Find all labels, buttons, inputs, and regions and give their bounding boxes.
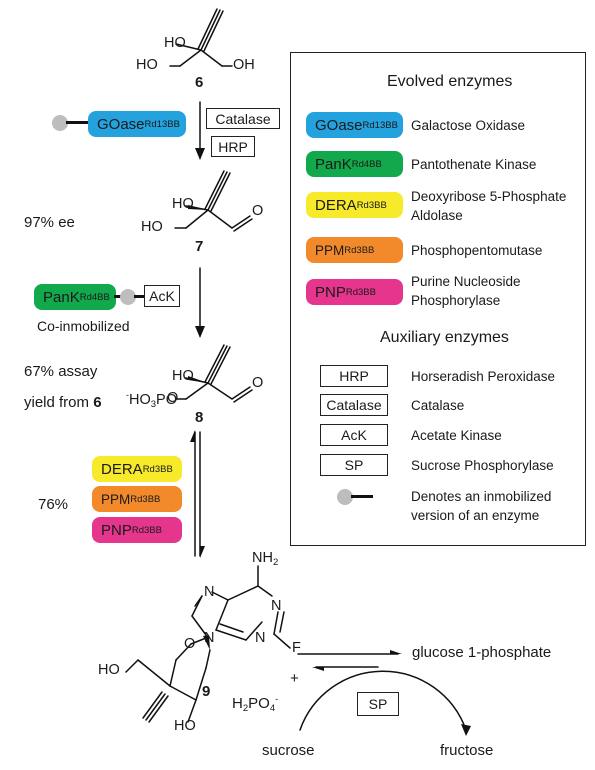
arrowhead-1 xyxy=(195,148,205,160)
assay-yield-line2: yield from 6 xyxy=(24,394,102,411)
auxiliary-enzymes-title: Auxiliary enzymes xyxy=(380,329,509,346)
arrowhead-2 xyxy=(195,326,205,338)
compound-7-number: 7 xyxy=(195,238,204,255)
compound-6-number: 6 xyxy=(195,74,204,91)
legend-immob-desc-2: version of an enzyme xyxy=(411,508,540,523)
legend-immobilization-bead-icon xyxy=(337,489,353,505)
coimmobilization-linker-right xyxy=(134,295,146,298)
compound-8-phosphate: -HO3PO xyxy=(126,390,177,410)
glucose-1-phosphate-label: glucose 1-phosphate xyxy=(412,644,552,661)
arrowhead-eq-down xyxy=(200,546,205,558)
legend-ack-box: AcK xyxy=(320,424,388,446)
compound-9-n7: N xyxy=(204,584,215,600)
legend-hrp-box: HRP xyxy=(320,365,388,387)
compound-9-sugar-bonds xyxy=(125,637,211,723)
legend-dera-desc-2: Aldolase xyxy=(411,208,463,223)
compound-9-fluorine: F xyxy=(292,640,301,656)
coimmobilized-label: Co-inmobilized xyxy=(37,318,130,334)
evolved-enzymes-title: Evolved enzymes xyxy=(387,73,513,90)
compound-9-nh2: NH2 xyxy=(252,550,279,568)
compound-9-ho-top: HO xyxy=(98,662,120,678)
compound-8-oh-top: HO xyxy=(172,368,194,384)
compound-9-ring-o: O xyxy=(184,636,196,652)
immobilization-linker xyxy=(66,121,90,124)
compound-8-ester-o: O xyxy=(167,390,179,406)
compound-8-number: 8 xyxy=(195,409,204,426)
legend-dera-desc-1: Deoxyribose 5-Phosphate xyxy=(411,189,567,204)
step-3-yield: 76% xyxy=(38,496,69,513)
legend-ppm-desc: Phosphopentomutase xyxy=(411,243,543,258)
wedge-9-base xyxy=(203,635,210,650)
wedge-7 xyxy=(188,205,208,210)
plus-sign: + xyxy=(290,670,299,687)
assay-yield-line1: 67% assay xyxy=(24,363,98,380)
legend-sp-desc: Sucrose Phosphorylase xyxy=(411,458,554,473)
phosphate-label: H2PO4- xyxy=(232,694,279,714)
immobilization-bead-icon xyxy=(52,115,68,131)
compound-8-aldehyde-o: O xyxy=(252,375,264,391)
legend-catalase-box: Catalase xyxy=(320,394,388,416)
legend-catalase-desc: Catalase xyxy=(411,398,465,413)
compound-7-oh-top: HO xyxy=(172,196,194,212)
compound-7-aldehyde-o: O xyxy=(252,203,264,219)
compound-6-bonds xyxy=(169,8,233,67)
wedge-8 xyxy=(188,376,208,383)
ack-box: AcK xyxy=(144,285,180,307)
compound-9-ho-bottom: HO xyxy=(174,718,196,734)
legend-ack-desc: Acetate Kinase xyxy=(411,428,502,443)
compound-6-oh-left: HO xyxy=(136,57,158,73)
sucrose-label: sucrose xyxy=(262,742,315,759)
arrowhead-eq-up xyxy=(190,430,195,442)
sp-cycle-arc xyxy=(299,670,467,731)
legend-pnp-desc-1: Purine Nucleoside xyxy=(411,274,521,289)
legend-sp-box: SP xyxy=(320,454,388,476)
compound-9-number: 9 xyxy=(202,683,211,700)
compound-7-oh-left: HO xyxy=(141,219,163,235)
legend-immob-desc-1: Denotes an inmobilized xyxy=(411,489,552,504)
arrowhead-glucose-back xyxy=(312,667,324,671)
compound-9-n1: N xyxy=(271,598,282,614)
hrp-box: HRP xyxy=(211,136,255,157)
legend-hrp-desc: Horseradish Peroxidase xyxy=(411,369,556,384)
legend-pnp-desc-2: Phosphorylase xyxy=(411,293,501,308)
compound-6-oh-right: OH xyxy=(233,57,255,73)
sp-box: SP xyxy=(357,692,399,716)
legend-pank-desc: Pantothenate Kinase xyxy=(411,157,537,172)
compound-9-n3: N xyxy=(255,630,266,646)
compound-9-n9: N xyxy=(204,630,215,646)
arrowhead-glucose xyxy=(390,650,402,654)
arrowhead-fructose xyxy=(461,724,471,736)
reaction-arrows xyxy=(194,101,399,668)
catalase-box: Catalase xyxy=(206,108,280,129)
fructose-label: fructose xyxy=(440,742,494,759)
legend-immobilization-linker xyxy=(351,495,373,498)
ee-label: 97% ee xyxy=(24,214,75,231)
compound-9-purine-bonds xyxy=(191,565,291,649)
legend-goase-desc: Galactose Oxidase xyxy=(411,118,526,133)
immobilization-bead-icon xyxy=(120,289,136,305)
compound-6-oh-top: HO xyxy=(164,35,186,51)
